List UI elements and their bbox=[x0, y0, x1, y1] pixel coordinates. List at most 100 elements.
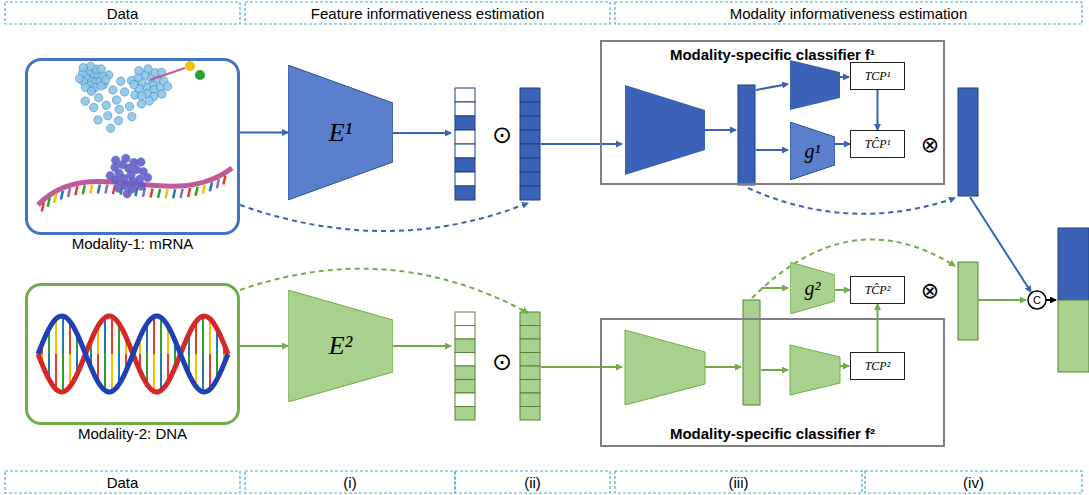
confidence-box: TĈP² bbox=[850, 276, 905, 304]
ribosome-atom bbox=[97, 65, 105, 73]
base-pair bbox=[111, 354, 113, 391]
ribosome-atom bbox=[104, 112, 112, 120]
arrow bbox=[393, 132, 451, 134]
vector-cell bbox=[455, 326, 475, 340]
network-trapezoid: g² bbox=[790, 262, 835, 314]
vector-cell bbox=[455, 407, 475, 421]
base-pair bbox=[62, 316, 64, 354]
base-pair bbox=[153, 354, 155, 391]
base-pair bbox=[153, 317, 155, 354]
ribosome-atom bbox=[94, 93, 102, 101]
arrow bbox=[761, 287, 788, 289]
vector-cell bbox=[455, 158, 475, 172]
ribosome-atom bbox=[106, 124, 114, 132]
vector-cell bbox=[455, 88, 475, 102]
ribosome-atom bbox=[79, 63, 87, 71]
base-pair bbox=[104, 317, 106, 354]
network-label: g² bbox=[805, 277, 821, 300]
mrna-illustration bbox=[38, 61, 232, 211]
stage-label: Data bbox=[5, 471, 240, 493]
vector-cell bbox=[455, 393, 475, 407]
base-pair bbox=[104, 354, 106, 391]
base-pair bbox=[160, 354, 162, 391]
network-label: g¹ bbox=[805, 140, 821, 163]
confidence-label: TCP¹ bbox=[865, 69, 891, 84]
arrow bbox=[840, 76, 849, 78]
base-pair bbox=[62, 354, 64, 392]
trna-stem bbox=[150, 68, 185, 80]
confidence-box: TĈP¹ bbox=[850, 130, 905, 158]
stage-label: (iv) bbox=[865, 471, 1082, 493]
stage-label: (iii) bbox=[615, 471, 862, 493]
vector-cell bbox=[455, 380, 475, 394]
base-bar bbox=[105, 185, 107, 194]
base-pair bbox=[55, 319, 57, 354]
footer-frame bbox=[865, 471, 1082, 493]
vector-cell bbox=[520, 116, 540, 130]
dna-strand bbox=[38, 316, 228, 392]
base-pair bbox=[209, 354, 211, 389]
connector bbox=[240, 132, 288, 134]
footer-frame bbox=[615, 471, 862, 493]
vector-cell bbox=[455, 186, 475, 200]
base-bar bbox=[151, 189, 153, 198]
vector-cell bbox=[455, 353, 475, 367]
weighted-vector bbox=[958, 262, 978, 340]
base-bar bbox=[42, 202, 44, 211]
ribosome-atom bbox=[123, 190, 131, 198]
base-bar bbox=[203, 185, 205, 194]
confidence-label: TĈP¹ bbox=[865, 137, 891, 152]
trapezoid-fill bbox=[790, 262, 835, 314]
vector-cell bbox=[520, 144, 540, 158]
ribosome-atom bbox=[81, 97, 89, 105]
confidence-label: TCP² bbox=[865, 359, 891, 374]
vector-cell bbox=[520, 380, 540, 394]
base-bar bbox=[217, 179, 219, 188]
base-bar bbox=[90, 185, 92, 194]
arrow bbox=[541, 143, 622, 145]
vector-cell bbox=[455, 366, 475, 380]
section-header: Data bbox=[5, 2, 240, 24]
base-bar bbox=[181, 189, 183, 198]
ribosome-atom bbox=[144, 65, 152, 73]
base-bar bbox=[158, 189, 160, 198]
classifier-frame: Modality-specific classifier f¹ TCP¹ g¹ TĈP… bbox=[600, 40, 945, 185]
confidence-box: TCP¹ bbox=[850, 62, 905, 90]
ribosome-atom bbox=[143, 173, 151, 181]
ribosome-atom bbox=[117, 77, 125, 85]
confidence-label: TĈP² bbox=[865, 283, 891, 298]
ribosome-atom bbox=[137, 158, 145, 166]
footer-frame bbox=[5, 471, 240, 493]
ribosome-atom bbox=[112, 96, 120, 104]
base-bar bbox=[223, 176, 225, 185]
vector-cell bbox=[520, 393, 540, 407]
base-bar bbox=[188, 188, 190, 197]
header-frame bbox=[5, 2, 240, 24]
connector bbox=[877, 90, 879, 130]
base-pair bbox=[202, 354, 204, 392]
footer-frame bbox=[245, 471, 455, 493]
confidence-box: TCP² bbox=[850, 352, 905, 380]
dna-illustration bbox=[38, 316, 228, 392]
modality-panel: Modality-2: DNA bbox=[25, 283, 240, 425]
amino-acid bbox=[195, 70, 205, 80]
classifier-title: Modality-specific classifier f¹ bbox=[602, 46, 943, 63]
vector-cell bbox=[455, 144, 475, 158]
base-bar bbox=[48, 198, 50, 207]
base-pair bbox=[209, 319, 211, 354]
hadamard-symbol: ⊙ bbox=[490, 348, 514, 376]
arrow bbox=[705, 366, 741, 368]
vector-cell bbox=[520, 312, 540, 326]
arrow bbox=[761, 369, 788, 371]
base-bar bbox=[54, 194, 56, 203]
vector-cell bbox=[455, 130, 475, 144]
base-bar bbox=[210, 182, 212, 191]
fused-vector-bottom bbox=[1058, 300, 1089, 372]
vector-cell bbox=[520, 339, 540, 353]
footer-frame bbox=[455, 471, 610, 493]
hadamard-symbol: ⊙ bbox=[490, 121, 514, 149]
feature-vector bbox=[743, 300, 760, 405]
vector-cell bbox=[520, 407, 540, 421]
connector bbox=[240, 345, 288, 347]
ribosome-atom bbox=[114, 116, 122, 124]
